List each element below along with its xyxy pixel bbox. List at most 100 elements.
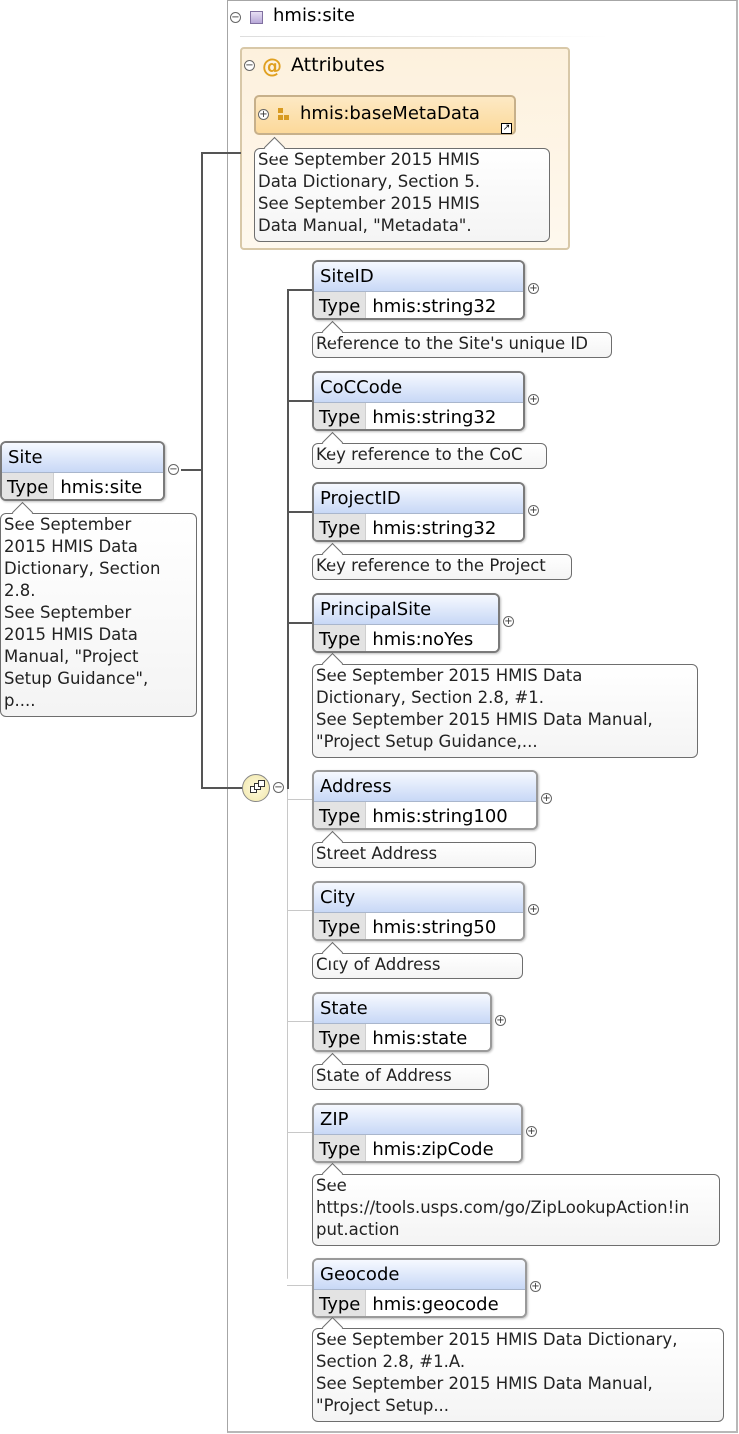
type-key: Type [314,1290,367,1316]
expand-coccode-button[interactable]: + [528,394,539,405]
complex-type-icon [250,11,263,24]
element-type-row: Type hmis:site [2,473,163,499]
type-value: hmis:state [372,1028,468,1049]
complex-type-title: hmis:site [273,5,355,26]
type-value: hmis:string32 [372,518,497,539]
type-key: Type [314,514,367,540]
type-key: Type [314,1135,367,1161]
type-key: Type [314,913,367,939]
type-value: hmis:geocode [372,1294,499,1315]
type-value: hmis:zipCode [372,1139,494,1160]
optional-bracket [287,789,288,1279]
element-name: State [314,994,490,1024]
expand-attribute-button[interactable]: + [258,109,269,120]
element-type-row: Type hmis:state [314,1024,490,1050]
geocode-documentation: See September 2015 HMIS Data Dictionary,… [312,1328,724,1422]
expand-city-button[interactable]: + [528,904,539,915]
element-name: SiteID [314,262,523,292]
state-documentation: State of Address [312,1064,489,1090]
element-type-row: Type hmis:noYes [314,625,498,651]
site-documentation: See September 2015 HMIS Data Dictionary,… [0,513,197,717]
collapse-sequence-button[interactable]: − [273,782,284,793]
branch-geocode [287,1285,313,1286]
element-name: Geocode [314,1260,525,1290]
connector-site-out [181,469,203,471]
element-type-row: Type hmis:zipCode [314,1135,521,1161]
type-value: hmis:site [60,477,143,498]
expand-zip-button[interactable]: + [526,1126,537,1137]
type-value: hmis:string100 [372,806,508,827]
projectid-documentation: Key reference to the Project [312,554,572,580]
branch-state [287,1021,313,1022]
siteid-documentation: Reference to the Site's unique ID [312,332,612,358]
element-siteid[interactable]: SiteID Type hmis:string32 [312,260,525,320]
type-key: Type [314,1024,367,1050]
type-key: Type [2,473,55,499]
collapse-site-button[interactable]: − [168,464,179,475]
element-principalsite[interactable]: PrincipalSite Type hmis:noYes [312,593,500,653]
element-name: City [314,883,523,913]
element-zip[interactable]: ZIP Type hmis:zipCode [312,1103,523,1163]
element-projectid[interactable]: ProjectID Type hmis:string32 [312,482,525,542]
principalsite-documentation: See September 2015 HMIS Data Dictionary,… [312,664,698,758]
element-name: Site [2,443,163,473]
element-type-row: Type hmis:string32 [314,403,523,429]
element-name: PrincipalSite [314,595,498,625]
element-address[interactable]: Address Type hmis:string100 [312,770,538,830]
expand-state-button[interactable]: + [495,1015,506,1026]
branch-siteid [287,289,313,291]
element-name: Address [314,772,536,802]
branch-coccode [287,400,313,402]
element-type-row: Type hmis:geocode [314,1290,525,1316]
type-key: Type [314,403,367,429]
root-element-site[interactable]: Site Type hmis:site [0,441,165,501]
zip-documentation: See https://tools.usps.com/go/ZipLookupA… [312,1174,720,1246]
type-value: hmis:string32 [372,407,497,428]
element-city[interactable]: City Type hmis:string50 [312,881,525,941]
attribute-name: hmis:baseMetaData [300,103,480,124]
expand-geocode-button[interactable]: + [530,1281,541,1292]
type-value: hmis:noYes [372,629,474,650]
coccode-documentation: Key reference to the CoC [312,443,547,469]
type-key: Type [314,292,367,318]
collapse-attributes-button[interactable]: − [244,60,255,71]
branch-zip [287,1132,313,1133]
reference-arrow-icon: ↗ [501,123,512,134]
expand-siteid-button[interactable]: + [528,283,539,294]
expand-projectid-button[interactable]: + [528,505,539,516]
title-underline [240,36,610,37]
branch-city [287,910,313,911]
address-documentation: Street Address [312,842,536,868]
attributes-at-icon: @ [262,54,282,78]
branch-address [287,799,313,800]
connector-to-sequence [201,787,243,789]
element-state[interactable]: State Type hmis:state [312,992,492,1052]
type-key: Type [314,802,367,828]
attribute-icon [278,108,290,122]
expand-principalsite-button[interactable]: + [503,616,514,627]
element-geocode[interactable]: Geocode Type hmis:geocode [312,1258,527,1318]
element-type-row: Type hmis:string32 [314,514,523,540]
sequence-compositor-icon[interactable] [242,774,270,802]
connector-to-attributes [201,152,241,154]
branch-projectid [287,511,313,513]
attribute-documentation: See September 2015 HMIS Data Dictionary,… [254,148,550,242]
required-bracket [287,289,289,789]
element-type-row: Type hmis:string32 [314,292,523,318]
type-key: Type [314,625,367,651]
element-name: ProjectID [314,484,523,514]
collapse-complex-type-button[interactable]: − [230,12,241,23]
element-coccode[interactable]: CoCCode Type hmis:string32 [312,371,525,431]
connector-trunk [201,152,203,789]
attribute-basemetadata[interactable] [254,95,516,135]
type-value: hmis:string50 [372,917,497,938]
type-value: hmis:string32 [372,296,497,317]
branch-principalsite [287,622,313,624]
element-type-row: Type hmis:string50 [314,913,523,939]
element-type-row: Type hmis:string100 [314,802,536,828]
city-documentation: City of Address [312,953,523,979]
attributes-label: Attributes [291,54,385,76]
expand-address-button[interactable]: + [541,793,552,804]
element-name: CoCCode [314,373,523,403]
element-name: ZIP [314,1105,521,1135]
